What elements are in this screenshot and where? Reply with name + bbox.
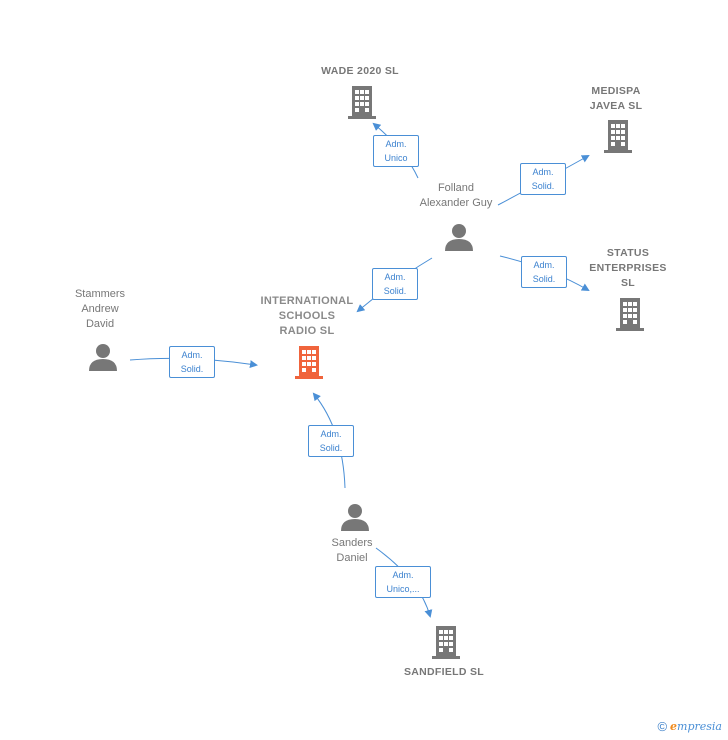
person-label-stammers[interactable]: Stammers Andrew David: [75, 287, 125, 332]
company-name-line: STATUS: [606, 247, 650, 259]
edge-label-folland-medispa[interactable]: Adm. Solid.: [520, 163, 566, 195]
building-icon[interactable]: [346, 84, 378, 120]
company-name-line: WADE 2020 SL: [321, 65, 399, 77]
edge-role-line: Solid.: [319, 443, 343, 453]
edge-label-folland-status[interactable]: Adm. Solid.: [521, 256, 567, 288]
person-name-line: Folland: [437, 182, 475, 194]
edge-label-folland-wade[interactable]: Adm. Unico: [373, 135, 419, 167]
edge-role-line: Solid.: [532, 274, 556, 284]
company-name-line: MEDISPA: [591, 85, 641, 97]
company-label-medispa[interactable]: MEDISPA JAVEA SL: [590, 84, 643, 114]
company-name-line: ENTERPRISES: [589, 262, 667, 274]
edge-role-line: Adm.: [384, 272, 406, 282]
edge-label-sanders-international[interactable]: Adm. Solid.: [308, 425, 354, 457]
person-label-folland[interactable]: Folland Alexander Guy: [420, 181, 493, 211]
company-name-line: RADIO SL: [279, 325, 335, 337]
edge-role-line: Unico,...: [386, 584, 420, 594]
company-name-line: SL: [620, 277, 636, 289]
edge-role-line: Solid.: [180, 364, 204, 374]
edge-role-line: Adm.: [320, 429, 342, 439]
copyright-icon: ©: [657, 719, 668, 734]
empresia-watermark: © empresia: [657, 719, 722, 734]
building-icon[interactable]: [430, 624, 462, 660]
company-label-wade[interactable]: WADE 2020 SL: [321, 64, 399, 79]
brand-logo: empresia: [670, 720, 722, 733]
person-name-line: Andrew: [81, 303, 119, 315]
company-name-line: SCHOOLS: [278, 310, 336, 322]
building-icon[interactable]: [293, 344, 325, 380]
brand-initial: e: [670, 720, 678, 733]
company-label-international[interactable]: INTERNATIONAL SCHOOLS RADIO SL: [261, 294, 354, 339]
brand-rest: mpresia: [677, 720, 722, 733]
company-name-line: JAVEA SL: [589, 100, 643, 112]
building-icon[interactable]: [614, 296, 646, 332]
person-name-line: Alexander Guy: [419, 197, 493, 209]
person-label-sanders[interactable]: Sanders Daniel: [332, 536, 373, 566]
edge-role-line: Solid.: [531, 181, 555, 191]
edge-role-line: Adm.: [532, 167, 554, 177]
company-label-status[interactable]: STATUS ENTERPRISES SL: [589, 246, 666, 291]
edge-role-line: Adm.: [533, 260, 555, 270]
company-label-sandfield[interactable]: SANDFIELD SL: [404, 665, 484, 680]
edge-label-sanders-sandfield[interactable]: Adm. Unico,...: [375, 566, 431, 598]
edge-label-stammers-international[interactable]: Adm. Solid.: [169, 346, 215, 378]
edge-role-line: Adm.: [392, 570, 414, 580]
edge-role-line: Adm.: [181, 350, 203, 360]
edge-role-line: Solid.: [383, 286, 407, 296]
person-icon[interactable]: [340, 502, 370, 532]
person-icon[interactable]: [444, 222, 474, 252]
person-name-line: Stammers: [74, 288, 126, 300]
building-icon[interactable]: [602, 118, 634, 154]
person-icon[interactable]: [88, 342, 118, 372]
company-name-line: INTERNATIONAL: [260, 295, 354, 307]
person-name-line: Daniel: [336, 552, 368, 564]
edge-label-folland-international[interactable]: Adm. Solid.: [372, 268, 418, 300]
person-name-line: Sanders: [331, 537, 373, 549]
edge-role-line: Adm.: [385, 139, 407, 149]
company-name-line: SANDFIELD SL: [403, 666, 485, 678]
person-name-line: David: [85, 318, 115, 330]
edge-role-line: Unico: [384, 153, 408, 163]
